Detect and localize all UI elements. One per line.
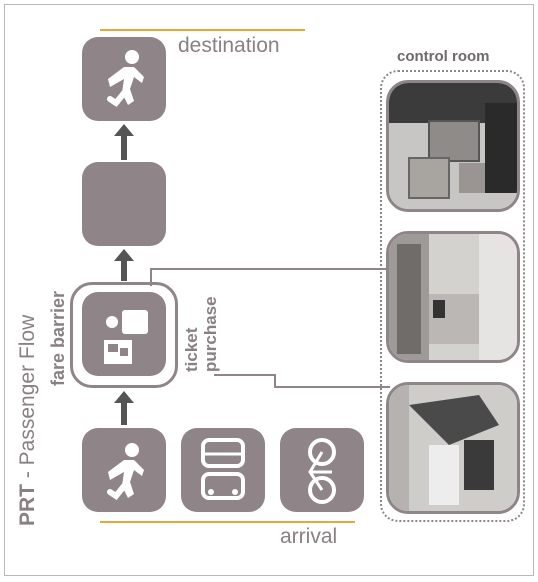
bicycle-icon <box>308 438 336 504</box>
station-interior-photo <box>386 231 520 363</box>
ticket-label: ticket <box>182 327 201 372</box>
transfer-box <box>82 162 166 246</box>
arrival-transit-box <box>181 428 265 512</box>
control-room-label: control room <box>397 48 490 65</box>
connector-bottom-h2 <box>274 386 390 388</box>
title-bold: PRT <box>16 484 39 526</box>
arrival-bike-box <box>280 428 364 512</box>
destination-line <box>100 29 305 31</box>
purchase-label: purchase <box>201 296 220 372</box>
connector-bottom-h <box>214 374 274 376</box>
ticket-machine-photo <box>386 382 520 514</box>
diagram-title: PRT - Passenger Flow <box>16 315 40 526</box>
ticket-machine-icon <box>104 310 148 364</box>
flow-arrow-3 <box>114 391 134 425</box>
destination-label: destination <box>178 34 280 57</box>
arrival-walk-box <box>82 428 166 512</box>
bus-train-icon <box>201 438 245 500</box>
diagram-frame <box>4 4 534 576</box>
walking-person-icon <box>107 50 144 108</box>
arrival-label: arrival <box>280 525 338 548</box>
flow-arrow-1 <box>114 124 134 160</box>
flow-arrow-2 <box>114 249 134 281</box>
control-room-photo <box>386 80 520 212</box>
fare-barrier-box <box>82 292 166 376</box>
control-room-group <box>380 70 525 522</box>
destination-box <box>82 37 166 121</box>
connector-top-h <box>150 268 390 270</box>
fare-barrier-label: fare barrier <box>48 290 68 386</box>
walking-person-icon <box>107 443 144 501</box>
title-rest: - Passenger Flow <box>16 314 39 484</box>
connector-bottom-v <box>274 374 276 386</box>
arrival-line <box>100 521 355 523</box>
connector-top-v <box>150 268 152 286</box>
